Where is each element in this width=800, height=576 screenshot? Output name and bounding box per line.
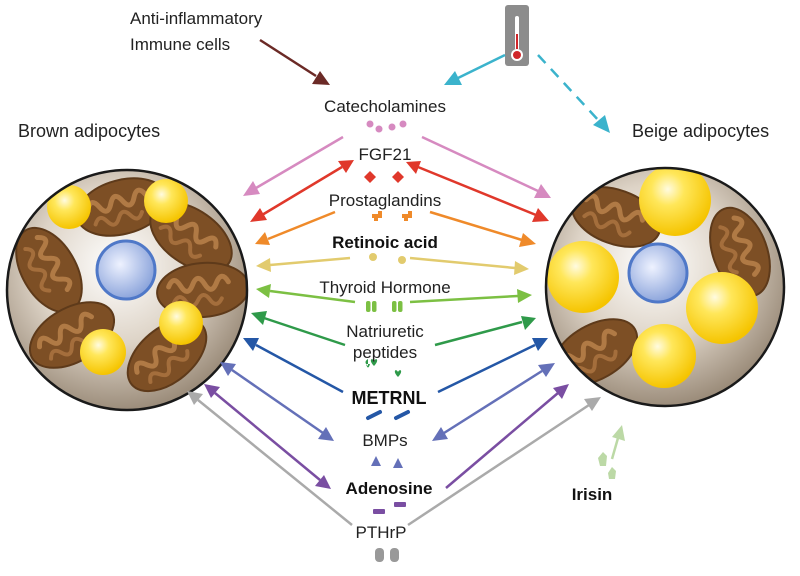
thyroid-hormone-arrows [256,284,532,304]
catecholamines-arrows [243,135,551,198]
brown-adipocyte-cell [5,168,249,412]
prostaglandins-arrows [255,210,536,247]
nucleus [627,242,689,304]
lipid-droplet [547,241,619,313]
adenosine-symbols [373,502,406,514]
prostaglandins-symbols [372,211,412,221]
bmps-arrows [220,362,555,441]
pthrp-label: PTHrP [356,523,407,542]
bmps-symbols [371,456,403,468]
immune-cells-label: Immune cells [130,35,230,54]
thyroid-hormone-label: Thyroid Hormone [319,278,450,297]
anti-inflammatory-label: Anti-inflammatory [130,9,263,28]
prostaglandins-label: Prostaglandins [329,191,441,210]
retinoic-acid-arrows [256,256,529,275]
retinoic-acid-symbols [369,253,406,264]
lipid-droplet [632,324,696,388]
thyroid-hormone-symbols [366,301,403,312]
fgf21-symbols [364,171,404,183]
brown-adipocytes-label: Brown adipocytes [18,121,160,141]
bmps-label: BMPs [362,431,407,450]
cold-to-catecholamines-arrow [444,53,506,85]
pthrp-arrows [187,391,601,527]
lipid-droplet [159,301,203,345]
lipid-droplet [639,168,711,236]
metrnl-arrows [243,338,548,394]
catecholamines-symbols [366,120,407,133]
lipid-droplet [47,185,91,229]
natriuretic-peptides-arrows [251,311,536,347]
natriuretic-peptides-symbols [365,359,402,377]
lipid-droplet [80,329,126,375]
irisin-label: Irisin [572,485,613,504]
immune-cells-arrow [259,38,330,85]
nucleus [95,239,157,301]
cold-to-beige-dashed-arrow [537,54,610,133]
peptides-label: peptides [353,343,417,362]
adenosine-label: Adenosine [346,479,433,498]
irisin-arrow [610,425,625,460]
fgf21-label: FGF21 [359,145,412,164]
retinoic-acid-label: Retinoic acid [332,233,438,252]
catecholamines-label: Catecholamines [324,97,446,116]
lipid-droplet [144,179,188,223]
adenosine-arrows [204,384,569,489]
fgf21-arrows [250,160,549,222]
natriuretic-label: Natriuretic [346,322,424,341]
pthrp-symbols [375,548,399,562]
lipid-droplet [686,272,758,344]
thermometer-icon [505,5,529,66]
beige-adipocyte-cell [544,166,786,408]
metrnl-label: METRNL [352,388,427,408]
irisin-symbols [598,452,616,479]
beige-adipocytes-label: Beige adipocytes [632,121,769,141]
metrnl-symbols [366,410,410,420]
